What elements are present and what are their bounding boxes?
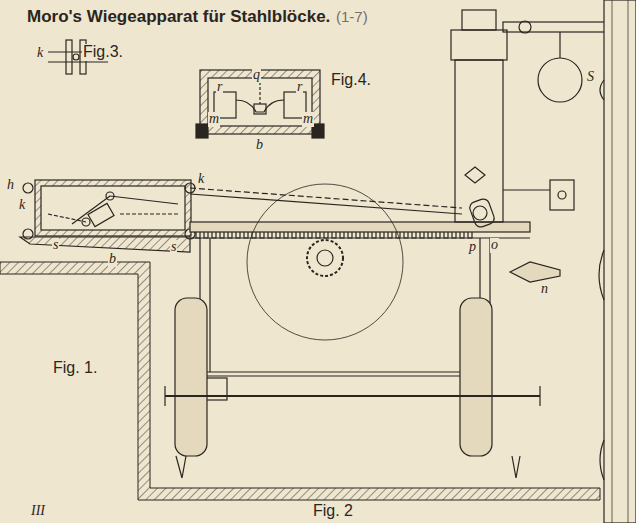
part-letter: p xyxy=(468,240,477,255)
part-letter: q xyxy=(252,68,261,83)
figure-label: Fig. 1. xyxy=(52,360,98,377)
figure-label: Fig.4. xyxy=(330,72,372,89)
part-letter: k xyxy=(36,46,44,61)
part-letter: k xyxy=(197,172,205,187)
part-letter: s xyxy=(52,238,59,253)
part-letter: s xyxy=(170,240,177,255)
figure-label: Fig. 2 xyxy=(312,503,354,520)
figure-label: Fig.3. xyxy=(82,44,124,61)
part-letter: k xyxy=(18,198,26,213)
drawing-title: Moro's Wiegeapparat für Stahlblöcke. xyxy=(26,8,331,26)
part-letter: b xyxy=(108,252,117,267)
part-letter: b xyxy=(255,138,264,153)
part-letter: r xyxy=(216,80,223,95)
part-letter: S xyxy=(586,70,595,85)
part-letter: h xyxy=(6,178,15,193)
part-letter: m xyxy=(208,112,220,127)
part-letter: m xyxy=(302,112,314,127)
part-letter: o xyxy=(490,238,499,253)
part-letter: r xyxy=(296,80,303,95)
part-letter: III xyxy=(30,504,46,519)
figure-range: (1-7) xyxy=(335,9,369,25)
part-letter: n xyxy=(540,282,549,297)
